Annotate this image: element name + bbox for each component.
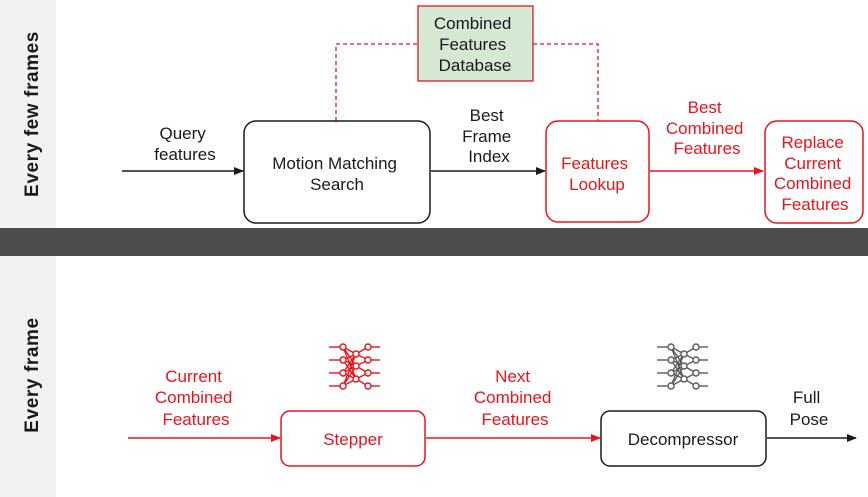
database-label-line: Combined	[434, 14, 512, 33]
database-link-dashed	[335, 43, 599, 121]
stepper-network-icon	[329, 343, 380, 390]
full-pose-label-line: Full	[793, 388, 820, 407]
top-panel-strip	[0, 0, 56, 228]
best-combined-label-line: Best	[688, 98, 722, 117]
current-label-line: Current	[165, 367, 222, 386]
query-label-line: Query	[159, 124, 206, 143]
bottom-panel-strip	[0, 256, 56, 497]
replace-label-line: Replace	[781, 133, 843, 152]
best-combined-label-line: Features	[673, 139, 740, 158]
motion-matching-search-box	[243, 120, 431, 224]
current-combined-features-label: Current Combined Features	[155, 367, 237, 429]
features-database-label: Combined Features Database	[434, 14, 516, 75]
decompressor-label: Decompressor	[628, 430, 739, 449]
replace-label-line: Features	[781, 195, 848, 214]
replace-current-features-label: Replace Current Combined Features	[774, 133, 856, 214]
query-label-line: features	[154, 145, 215, 164]
next-combined-features-label: Next Combined Features	[474, 367, 556, 429]
lookup-label-line: Lookup	[569, 175, 625, 194]
features-lookup-label: Features Lookup	[561, 154, 633, 194]
replace-label-line: Current	[784, 154, 841, 173]
best-combined-label-line: Combined	[666, 119, 744, 138]
database-label-line: Database	[439, 56, 512, 75]
panel-divider	[0, 228, 868, 256]
stepper-label: Stepper	[323, 430, 383, 449]
top-panel-label: Every few frames	[22, 31, 43, 197]
replace-current-features-box	[764, 120, 864, 224]
query-features-label: Query features	[154, 124, 215, 164]
search-label-line: Motion Matching	[272, 154, 397, 173]
next-label-line: Features	[481, 410, 548, 429]
features-database-box	[417, 5, 534, 82]
full-pose-label: Full Pose	[790, 388, 829, 429]
bottom-panel-label: Every frame	[22, 317, 43, 432]
next-label-line: Next	[495, 367, 530, 386]
search-label-line: Search	[310, 175, 364, 194]
database-label-line: Features	[439, 35, 506, 54]
full-pose-label-line: Pose	[790, 410, 829, 429]
current-label-line: Combined	[155, 388, 233, 407]
index-label-line: Frame	[462, 127, 511, 146]
motion-matching-search-label: Motion Matching Search	[272, 154, 401, 194]
decompressor-box	[600, 410, 767, 467]
best-combined-features-label: Best Combined Features	[666, 98, 748, 158]
best-frame-index-label: Best Frame Index	[462, 106, 516, 166]
index-label-line: Best	[470, 106, 504, 125]
decompressor-network-icon	[657, 343, 708, 390]
replace-label-line: Combined	[774, 174, 852, 193]
next-label-line: Combined	[474, 388, 552, 407]
index-label-line: Index	[468, 147, 510, 166]
features-lookup-box	[545, 120, 650, 223]
stepper-box	[280, 410, 426, 467]
lookup-label-line: Features	[561, 154, 628, 173]
current-label-line: Features	[162, 410, 229, 429]
